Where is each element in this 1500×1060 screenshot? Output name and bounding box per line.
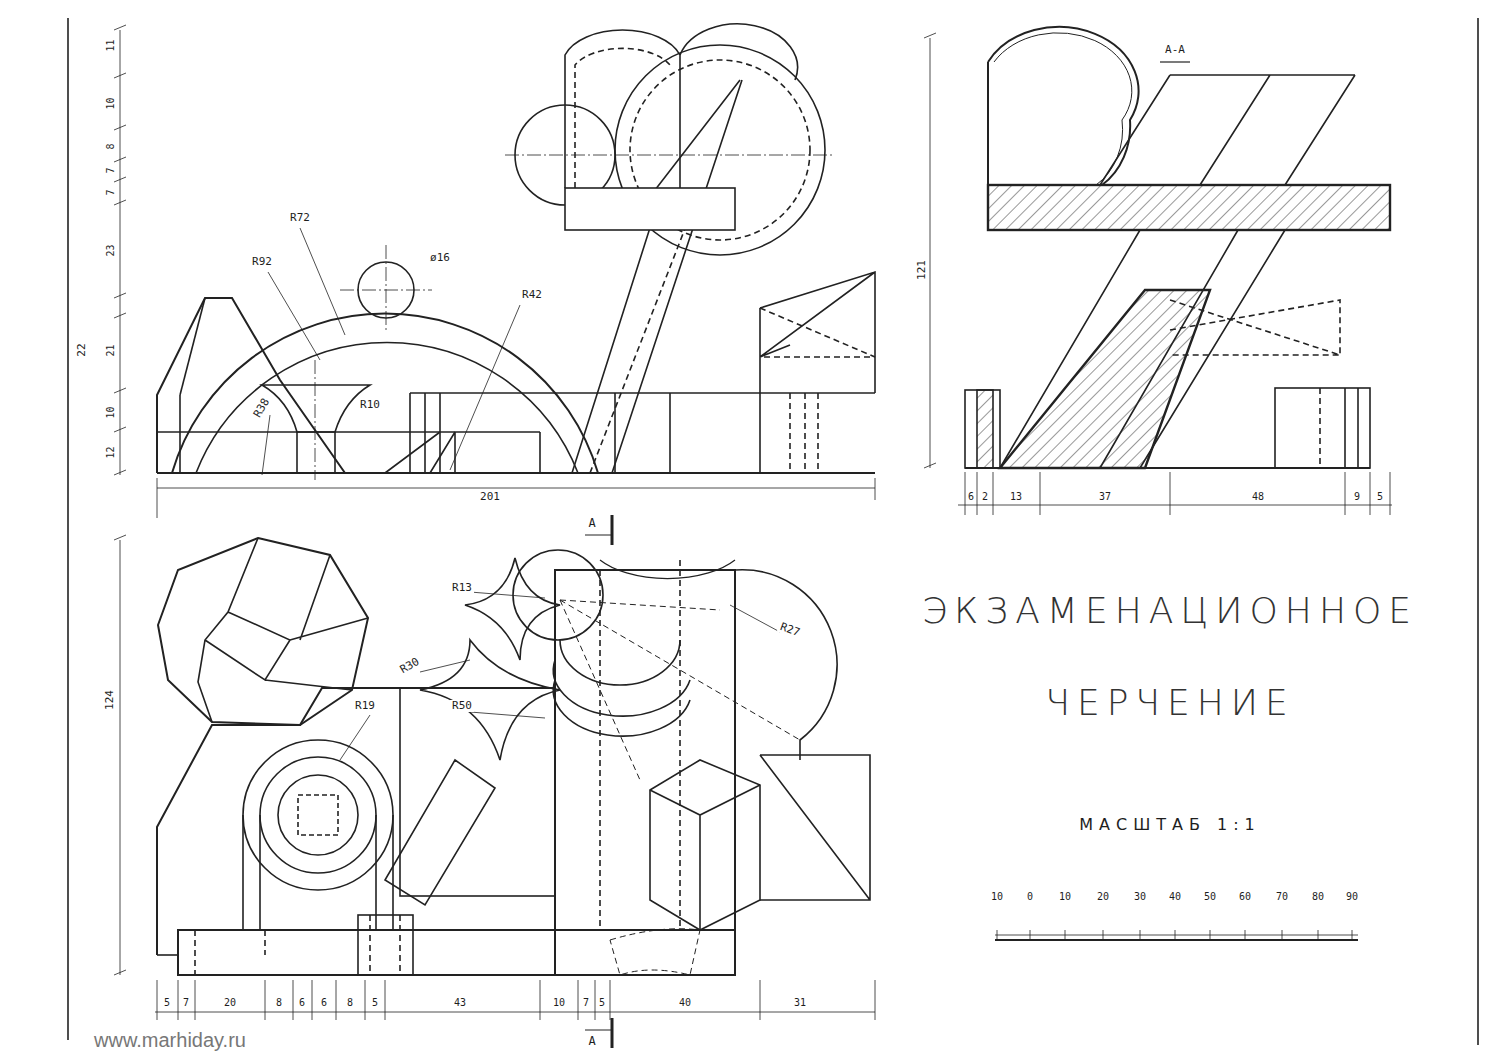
dimension-value: 201 xyxy=(478,491,502,503)
scale-number: 30 xyxy=(1132,891,1148,902)
drawing-title: ЭКЗАМЕНАЦИОННОЕ ЧЕРЧЕНИЕ xyxy=(900,565,1440,749)
dimension-value: 22 xyxy=(76,341,88,358)
dimension-value: 7 xyxy=(105,165,116,175)
dimension-value: 5 xyxy=(597,997,607,1008)
dimension-value: 6 xyxy=(966,491,976,502)
dimension-value: 7 xyxy=(105,187,116,197)
dimension-value: 7 xyxy=(181,997,191,1008)
section-mark: А xyxy=(586,1035,597,1048)
scale-number: 90 xyxy=(1344,891,1360,902)
dimension-value: 10 xyxy=(104,404,115,420)
dimension-value: 6 xyxy=(297,997,307,1008)
dimension-value: 6 xyxy=(319,997,329,1008)
section-mark: А xyxy=(586,517,597,530)
dimension-value: 12 xyxy=(104,444,115,460)
scale-number: 0 xyxy=(1025,891,1035,902)
scale-caption: МАСШТАБ 1:1 xyxy=(1077,816,1263,834)
scale-number: 20 xyxy=(1095,891,1111,902)
dimension-value: 8 xyxy=(105,141,116,151)
dimension-value: 40 xyxy=(677,997,693,1008)
scale-number: 60 xyxy=(1237,891,1253,902)
scale-number: 70 xyxy=(1274,891,1290,902)
dimension-value: 43 xyxy=(452,997,468,1008)
dimension-value: R42 xyxy=(520,289,544,301)
dimension-value: R13 xyxy=(450,582,474,594)
dimension-value: 9 xyxy=(1352,491,1362,502)
dimension-value: 10 xyxy=(104,95,115,111)
watermark: www.marhiday.ru xyxy=(92,1029,248,1051)
dimension-value: 7 xyxy=(581,997,591,1008)
dimension-value: R10 xyxy=(358,399,382,411)
dimension-value: 2 xyxy=(980,491,990,502)
section-mark: А-А xyxy=(1163,44,1187,56)
dimension-value: 13 xyxy=(1008,491,1024,502)
dimension-value: 121 xyxy=(916,258,928,282)
dimension-value: 124 xyxy=(104,688,116,712)
dimension-value: 5 xyxy=(162,997,172,1008)
dimension-value: R19 xyxy=(353,700,377,712)
scale-number: 10 xyxy=(989,891,1005,902)
scale-number: 40 xyxy=(1167,891,1183,902)
dimension-value: R50 xyxy=(450,700,474,712)
dimension-value: 37 xyxy=(1097,491,1113,502)
dimension-value: R27 xyxy=(777,620,804,640)
dimension-value: 21 xyxy=(104,342,115,358)
dimension-value: 23 xyxy=(104,242,115,258)
dimension-value: 8 xyxy=(345,997,355,1008)
dimension-value: R30 xyxy=(397,655,424,677)
scale-number: 80 xyxy=(1310,891,1326,902)
scale-number: 10 xyxy=(1057,891,1073,902)
dimension-value: 5 xyxy=(1375,491,1385,502)
dimension-value: 20 xyxy=(222,997,238,1008)
dimension-value: 48 xyxy=(1250,491,1266,502)
dimension-value: 11 xyxy=(104,37,115,53)
dimension-value: R72 xyxy=(288,212,312,224)
dimension-value: R92 xyxy=(250,256,274,268)
dimension-value: 31 xyxy=(792,997,808,1008)
scale-number: 50 xyxy=(1202,891,1218,902)
dimension-value: 8 xyxy=(274,997,284,1008)
dimension-value: 5 xyxy=(370,997,380,1008)
dimension-value: 10 xyxy=(551,997,567,1008)
dimension-value: ø16 xyxy=(428,252,452,264)
